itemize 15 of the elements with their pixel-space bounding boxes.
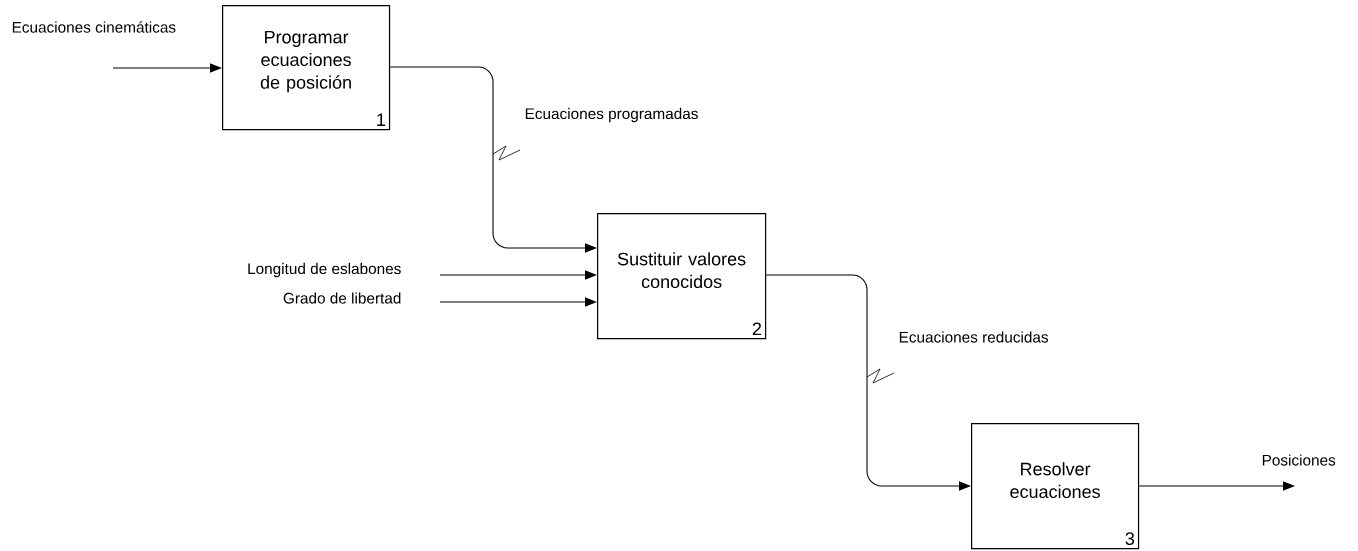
arrow <box>112 63 222 73</box>
arrow <box>1138 481 1295 491</box>
arrow <box>389 66 597 253</box>
edge-label: Grado de libertad <box>283 292 401 304</box>
edge-label: Longitud de eslabones <box>248 262 401 278</box>
arrow <box>439 297 597 307</box>
edge-label: Ecuaciones cinemáticas <box>12 21 176 33</box>
edge-label: Ecuaciones reducidas <box>899 331 1049 343</box>
process-box: Resolver ecuaciones 3 <box>971 423 1140 550</box>
arrow <box>439 270 597 280</box>
edge-label: Posiciones <box>1262 454 1336 466</box>
arrow <box>765 274 971 491</box>
process-box: Sustituir valores conocidos 2 <box>597 213 767 340</box>
process-box: Programar ecuaciones de posición 1 <box>222 5 391 131</box>
edge-label: Ecuaciones programadas <box>525 107 698 123</box>
